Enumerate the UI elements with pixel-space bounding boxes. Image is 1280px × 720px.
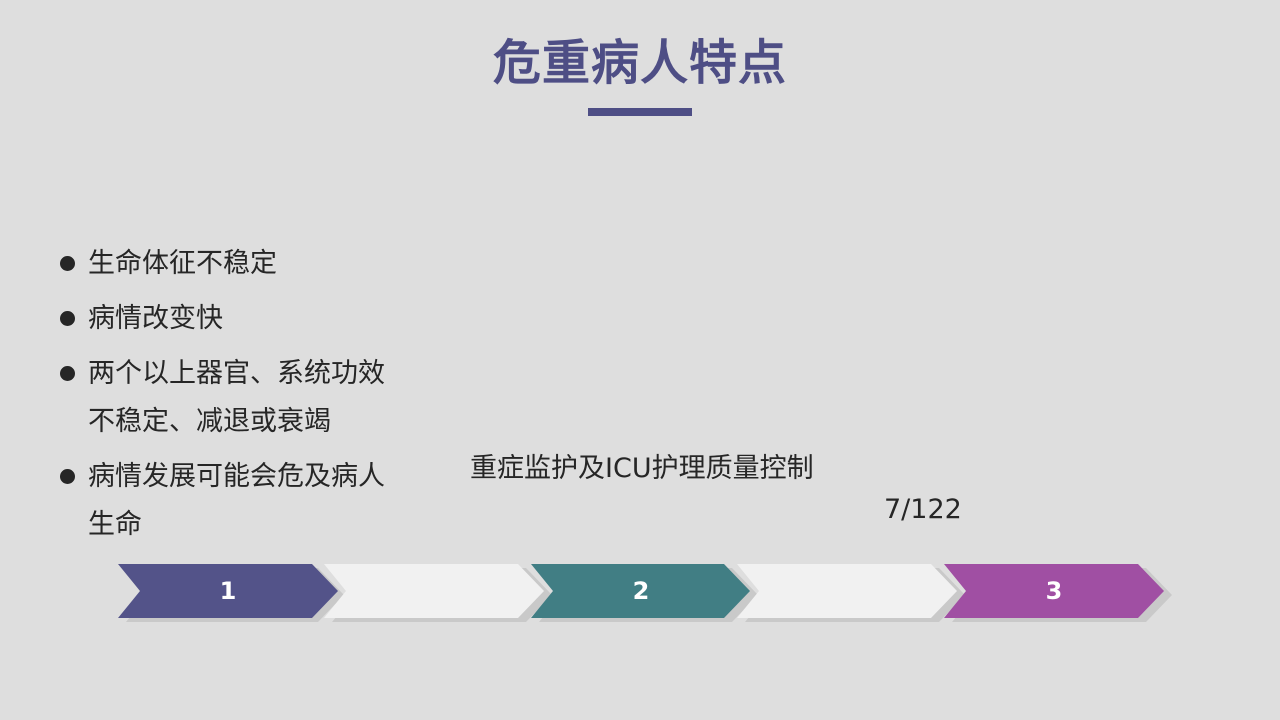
footer-text: 重症监护及ICU护理质量控制 (470, 453, 814, 484)
page-number: 7/122 (884, 494, 962, 525)
step-number: 3 (1046, 577, 1063, 605)
slide-title: 危重病人特点 (492, 35, 787, 91)
process-step-1: 1 (118, 564, 344, 622)
bullet-text: 病情改变快 (88, 303, 223, 334)
step-number: 1 (220, 577, 237, 605)
step-chevron (531, 564, 750, 618)
bullet-item: 两个以上器官、系统功效不稳定、减退或衰竭 (60, 350, 390, 446)
process-arrows: 1 2 3 (0, 560, 1280, 626)
bullet-dot-icon (60, 256, 75, 271)
step-chevron (324, 564, 544, 618)
process-arrows-graphic: 1 2 3 (118, 564, 1172, 622)
bullet-item: 病情改变快 (60, 295, 390, 343)
process-step-3: 2 (531, 564, 758, 622)
step-number: 2 (633, 577, 650, 605)
process-step-5: 3 (944, 564, 1172, 622)
process-step-4 (737, 564, 965, 622)
bullet-dot-icon (60, 311, 75, 326)
bullet-dot-icon (60, 366, 75, 381)
step-chevron (118, 564, 338, 618)
process-step-2 (324, 564, 552, 622)
bullet-list: 生命体征不稳定 病情改变快 两个以上器官、系统功效不稳定、减退或衰竭 病情发展可… (60, 240, 390, 556)
step-chevron (944, 564, 1164, 618)
bullet-text: 病情发展可能会危及病人生命 (88, 461, 385, 540)
step-chevron (737, 564, 957, 618)
bullet-text: 两个以上器官、系统功效不稳定、减退或衰竭 (88, 358, 385, 437)
bullet-item: 生命体征不稳定 (60, 240, 390, 288)
bullet-text: 生命体征不稳定 (88, 248, 277, 279)
bullet-item: 病情发展可能会危及病人生命 (60, 453, 390, 549)
bullet-dot-icon (60, 469, 75, 484)
title-underline (588, 108, 692, 116)
